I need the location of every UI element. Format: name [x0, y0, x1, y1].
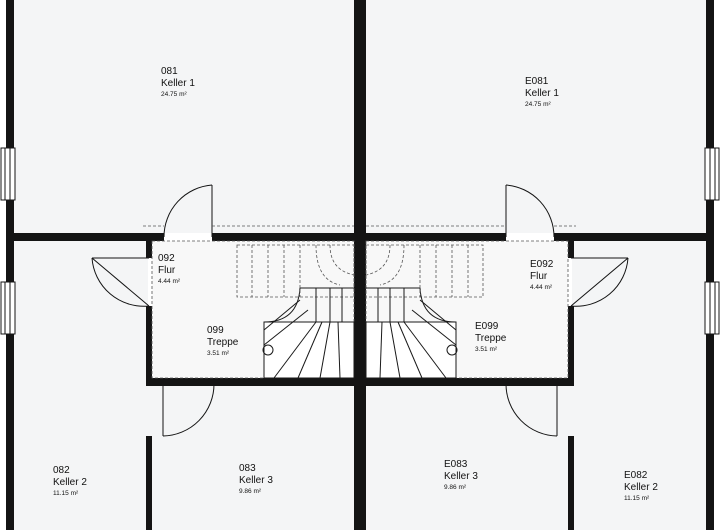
window-right-upper [704, 147, 720, 201]
room-name: Keller 2 [624, 482, 658, 493]
room-number: E083 [444, 459, 468, 470]
floor-keller-1-left [14, 0, 354, 233]
floor-keller-2-left [14, 241, 148, 530]
room-area: 4.44 m² [530, 284, 553, 291]
staircase-right-dashed [365, 244, 469, 297]
outer-wall-right [706, 0, 714, 530]
floor-keller-3-right [366, 386, 572, 530]
room-label-082: 082 Keller 2 11.15 m² [53, 465, 87, 498]
room-number: 099 [207, 325, 224, 336]
room-number: E099 [475, 321, 499, 332]
floor-areas [14, 0, 706, 530]
dashed-outlines [143, 225, 576, 379]
room-number: 092 [158, 253, 175, 264]
window-left-upper [0, 147, 16, 201]
room-name: Keller 2 [53, 477, 87, 488]
room-label-092: 092 Flur 4.44 m² [158, 253, 180, 286]
outer-wall-left [6, 0, 14, 530]
room-label-e099: E099 Treppe 3.51 m² [475, 321, 506, 354]
room-name: Keller 3 [444, 471, 478, 482]
room-name: Keller 1 [525, 88, 559, 99]
staircase-right [365, 287, 458, 379]
door-keller-2-right [505, 383, 558, 437]
room-number: E082 [624, 470, 648, 481]
room-name: Treppe [207, 337, 239, 348]
room-area: 24.75 m² [161, 91, 187, 98]
room-name: Flur [530, 271, 548, 282]
door-flur-left [91, 257, 150, 307]
floor-keller-3-left [148, 386, 354, 530]
room-area: 11.15 m² [624, 495, 650, 502]
staircase-left-dashed [251, 244, 355, 297]
room-area: 4.44 m² [158, 278, 181, 285]
room-area: 9.86 m² [239, 488, 262, 495]
room-label-081: 081 Keller 1 24.75 m² [161, 66, 195, 99]
room-label-e083: E083 Keller 3 9.86 m² [444, 459, 478, 492]
room-number: 083 [239, 463, 256, 474]
room-area: 24.75 m² [525, 101, 551, 108]
room-area: 9.86 m² [444, 484, 467, 491]
room-area: 3.51 m² [475, 346, 498, 353]
window-right-lower [704, 281, 720, 335]
room-label-083: 083 Keller 3 9.86 m² [239, 463, 273, 496]
walls [6, 0, 714, 530]
room-name: Treppe [475, 333, 507, 344]
room-number: E081 [525, 76, 549, 87]
doors [91, 184, 629, 437]
door-keller-1-right [505, 184, 555, 238]
party-wall [354, 0, 366, 530]
floor-keller-2-right [572, 241, 706, 530]
room-number: E092 [530, 259, 554, 270]
room-name: Keller 1 [161, 78, 195, 89]
windows [0, 147, 720, 335]
room-area: 3.51 m² [207, 350, 230, 357]
room-name: Flur [158, 265, 176, 276]
room-label-e082: E082 Keller 2 11.15 m² [624, 470, 658, 503]
room-label-e081: E081 Keller 1 24.75 m² [525, 76, 559, 109]
room-number: 081 [161, 66, 178, 77]
room-name: Keller 3 [239, 475, 273, 486]
door-keller-1-left [163, 184, 213, 238]
door-flur-right [570, 257, 629, 307]
room-label-099: 099 Treppe 3.51 m² [207, 325, 238, 358]
room-number: 082 [53, 465, 70, 476]
door-keller-2-left [162, 383, 215, 437]
window-left-lower [0, 281, 16, 335]
floor-keller-1-right [366, 0, 706, 233]
staircase-left [262, 287, 355, 379]
room-label-e092: E092 Flur 4.44 m² [530, 259, 553, 292]
room-area: 11.15 m² [53, 490, 79, 497]
